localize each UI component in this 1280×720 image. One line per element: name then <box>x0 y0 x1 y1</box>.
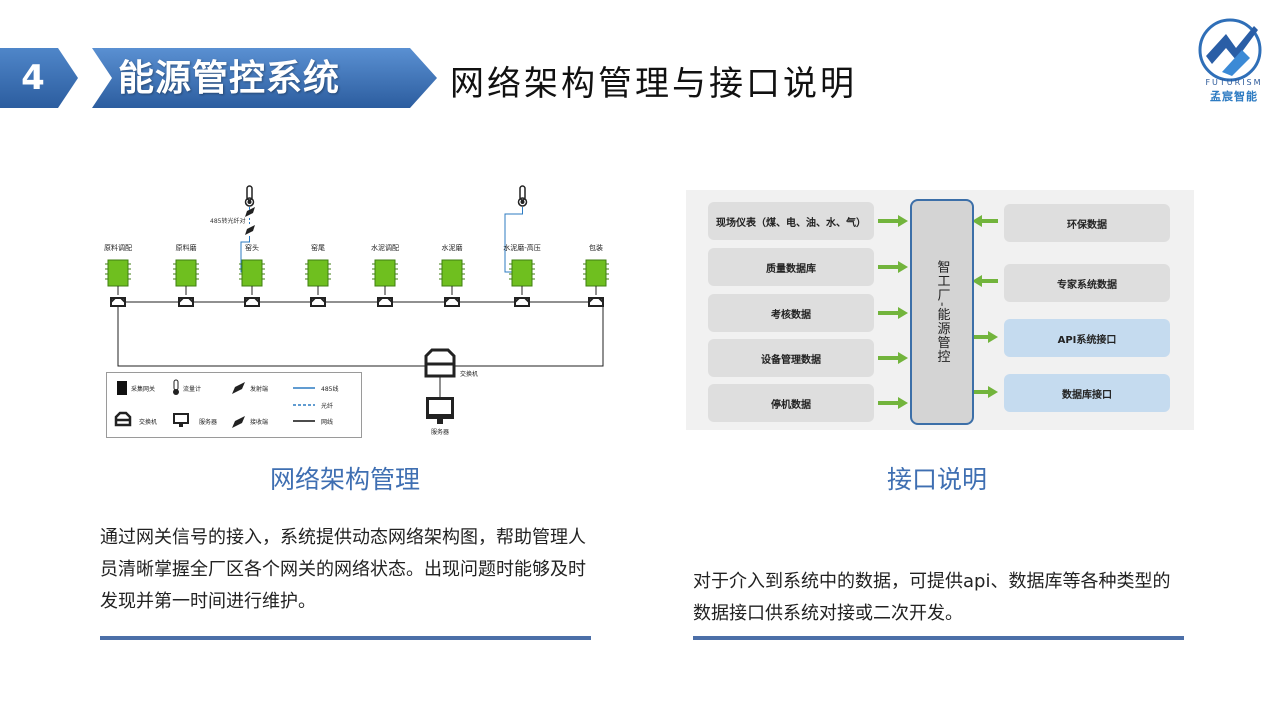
gateway-chip-icon <box>173 259 199 287</box>
gateway-chip-icon <box>105 259 131 287</box>
node-label: 原料调配 <box>104 243 132 252</box>
divider-left <box>100 636 591 640</box>
network-diagram: 485转光纤对 原料调配 原料磨 窑头 窑尾 水泥调配 水泥磨 水泥磨-高压 包… <box>104 185 609 436</box>
node-label: 水泥磨-高压 <box>503 243 541 252</box>
description-interface: 对于介入到系统中的数据，可提供api、数据库等各种类型的数据接口供系统对接或二次… <box>693 571 1171 624</box>
output-box: 数据库接口 <box>1004 374 1170 412</box>
caption-network: 网络架构管理 <box>269 465 420 494</box>
section-number: 4 <box>21 58 45 98</box>
transmitter-legend-icon <box>232 382 245 394</box>
server-label: 服务器 <box>431 428 449 436</box>
flowmeter-legend-icon <box>173 379 179 395</box>
switch-legend-icon <box>114 411 132 427</box>
gateway-legend-icon <box>117 381 127 395</box>
node-label: 原料磨 <box>176 243 197 252</box>
source-box: 现场仪表（煤、电、油、水、气） <box>708 202 874 240</box>
legend-label: 交换机 <box>139 418 157 426</box>
source-box: 设备管理数据 <box>708 339 874 377</box>
section-number-tab <box>0 48 78 108</box>
section-title-tab <box>92 48 437 108</box>
legend-label: 采集网关 <box>131 385 155 393</box>
page-subtitle: 网络架构管理与接口说明 <box>450 64 857 104</box>
gateway-chip-icon <box>372 259 398 287</box>
source-box: 考核数据 <box>708 294 874 332</box>
receiver-legend-icon <box>232 416 245 428</box>
node-label: 包装 <box>589 243 603 252</box>
gateway-chip-icon <box>305 259 331 287</box>
gateway-chip-icon <box>439 259 465 287</box>
thermometer-icon <box>244 185 255 207</box>
gateway-chip-icon <box>583 259 609 287</box>
legend-label: 流量计 <box>183 385 201 393</box>
legend-label: 网线 <box>321 418 333 426</box>
transmitter-icon <box>245 207 255 217</box>
legend: 采集网关 流量计 发射端 485线 光纤 交换机 服务器 接收端 网线 <box>106 372 362 438</box>
receiver-icon <box>245 225 255 235</box>
legend-label: 485线 <box>321 385 338 393</box>
input-box: 环保数据 <box>1004 204 1170 242</box>
source-box: 停机数据 <box>708 384 874 422</box>
source-box: 质量数据库 <box>708 248 874 286</box>
fiber-converter-label: 485转光纤对 <box>210 217 245 225</box>
central-platform-label: 智工厂-能源管控 <box>934 260 950 364</box>
divider-right <box>693 636 1184 640</box>
thermometer-icon <box>517 185 528 207</box>
flow-arrows <box>878 215 998 409</box>
legend-label: 接收端 <box>250 418 268 426</box>
server-legend-icon <box>173 413 189 427</box>
output-box: API系统接口 <box>1004 319 1170 357</box>
switch-label: 交换机 <box>460 370 478 378</box>
node-label: 水泥磨 <box>442 243 463 252</box>
legend-label: 光纤 <box>321 402 333 410</box>
node-label: 窑头 <box>245 243 259 252</box>
logo-english: FUTURISM <box>1205 78 1263 87</box>
interface-diagram: 现场仪表（煤、电、油、水、气） 质量数据库 考核数据 设备管理数据 停机数据 智… <box>686 190 1194 430</box>
input-box: 专家系统数据 <box>1004 264 1170 302</box>
gateway-chip-icon <box>239 259 265 287</box>
description-network: 通过网关信号的接入，系统提供动态网络架构图，帮助管理人员清晰掌握全厂区各个网关的… <box>100 527 586 612</box>
legend-label: 服务器 <box>199 418 217 426</box>
gateway-chip-icon <box>509 259 535 287</box>
section-title: 能源管控系统 <box>118 58 341 99</box>
caption-interface: 接口说明 <box>886 465 987 494</box>
server-icon <box>426 397 454 424</box>
futurism-logo-icon <box>1198 18 1262 82</box>
central-platform: 智工厂-能源管控 <box>910 199 974 425</box>
legend-label: 发射端 <box>250 385 268 393</box>
logo-chinese: 孟宸智能 <box>1210 90 1258 103</box>
node-label: 水泥调配 <box>371 243 399 252</box>
switch-icon <box>424 348 456 378</box>
node-label: 窑尾 <box>311 243 325 252</box>
